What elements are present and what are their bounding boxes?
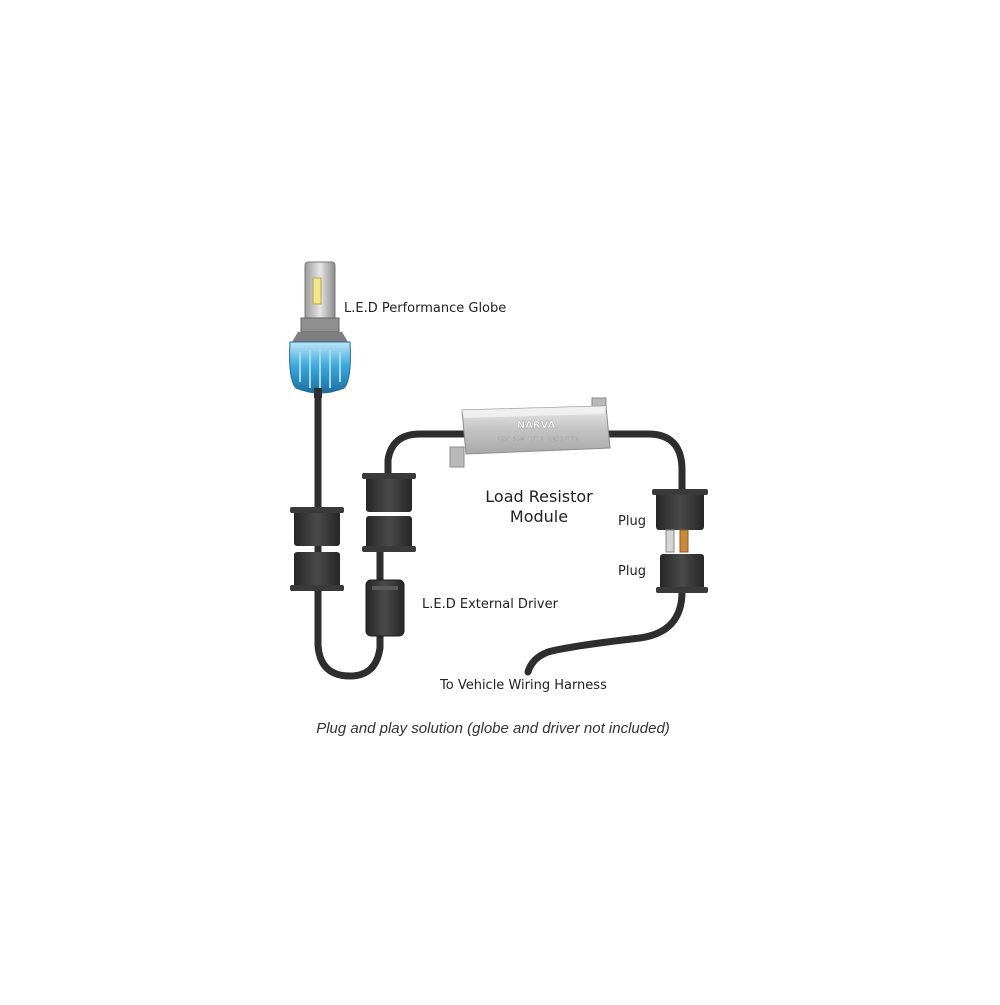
- cable-globe-to-driver: [314, 388, 384, 680]
- load-resistor-icon: NARVA 12V 50W LOAD RESISTOR: [449, 397, 611, 468]
- driver-box-icon: [365, 579, 405, 637]
- plug-connector-icon: [362, 473, 416, 552]
- cable-resistor-left: [384, 430, 468, 480]
- plug-label-lower: Plug: [618, 564, 646, 579]
- resistor-module-label: Load Resistor Module: [485, 487, 593, 526]
- resistor-rating-text: 12V 50W LOAD RESISTOR: [497, 435, 579, 443]
- led-globe-label: L.E.D Performance Globe: [344, 301, 507, 316]
- vehicle-harness-label: To Vehicle Wiring Harness: [440, 678, 607, 693]
- resistor-brand-text: NARVA: [517, 420, 556, 431]
- cable-to-harness: [524, 588, 686, 676]
- plug-connector-icon: [652, 489, 708, 593]
- plug-connector-icon: [290, 507, 344, 591]
- plug-label-upper: Plug: [618, 514, 646, 529]
- led-bulb-icon: [289, 261, 351, 398]
- diagram-caption: Plug and play solution (globe and driver…: [316, 720, 670, 737]
- cable-resistor-right: [604, 430, 686, 496]
- external-driver-label: L.E.D External Driver: [422, 597, 558, 612]
- cables: [314, 388, 686, 680]
